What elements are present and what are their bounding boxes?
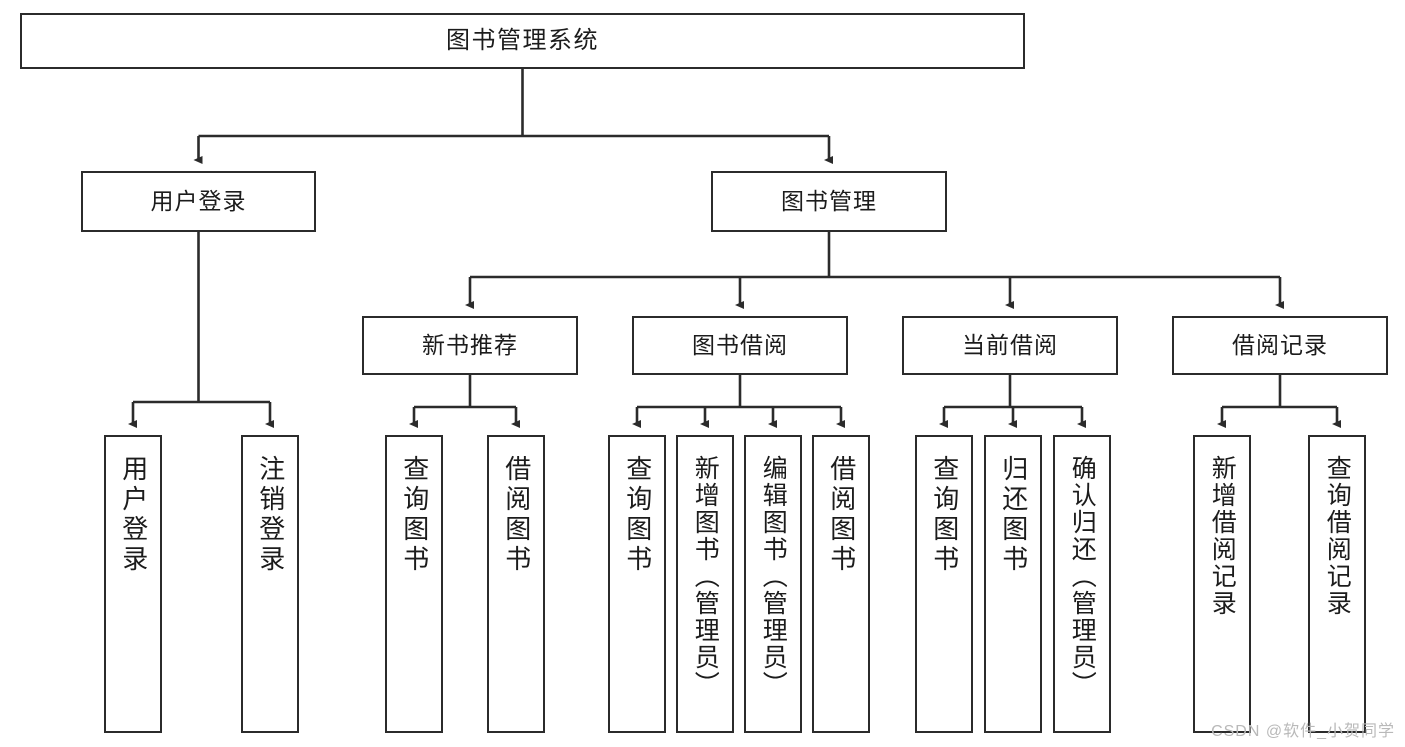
node-leaf-user-logout[interactable]: 注销登录	[241, 435, 299, 733]
node-leaf-query-book-bb-label: 查询图书	[622, 455, 653, 575]
node-book-manage-label: 图书管理	[781, 187, 877, 214]
node-book-borrow[interactable]: 图书借阅	[632, 316, 848, 375]
node-leaf-edit-book-label: 编辑图书（管理员）	[759, 455, 788, 698]
node-leaf-query-book-nb-label: 查询图书	[399, 455, 430, 575]
node-leaf-borrow-book-bb-label: 借阅图书	[826, 455, 857, 575]
node-leaf-query-record[interactable]: 查询借阅记录	[1308, 435, 1366, 733]
node-leaf-user-login-label: 用户登录	[118, 455, 149, 575]
node-new-book-recommend[interactable]: 新书推荐	[362, 316, 578, 375]
node-book-manage[interactable]: 图书管理	[711, 171, 947, 232]
node-leaf-add-book-label: 新增图书（管理员）	[691, 455, 720, 698]
node-leaf-query-book-cb[interactable]: 查询图书	[915, 435, 973, 733]
node-borrow-record[interactable]: 借阅记录	[1172, 316, 1388, 375]
node-root-label: 图书管理系统	[446, 26, 599, 54]
node-root[interactable]: 图书管理系统	[20, 13, 1025, 69]
node-leaf-return-book-label: 归还图书	[998, 455, 1029, 575]
node-leaf-user-login[interactable]: 用户登录	[104, 435, 162, 733]
node-leaf-borrow-book-bb[interactable]: 借阅图书	[812, 435, 870, 733]
node-leaf-query-book-nb[interactable]: 查询图书	[385, 435, 443, 733]
node-user-login[interactable]: 用户登录	[81, 171, 316, 232]
node-leaf-confirm-return[interactable]: 确认归还（管理员）	[1053, 435, 1111, 733]
node-current-borrow[interactable]: 当前借阅	[902, 316, 1118, 375]
node-user-login-label: 用户登录	[150, 187, 247, 214]
node-leaf-return-book[interactable]: 归还图书	[984, 435, 1042, 733]
node-leaf-query-record-label: 查询借阅记录	[1323, 455, 1352, 617]
node-leaf-query-book-cb-label: 查询图书	[929, 455, 960, 575]
node-new-book-recommend-label: 新书推荐	[422, 331, 518, 358]
node-current-borrow-label: 当前借阅	[962, 331, 1058, 358]
node-book-borrow-label: 图书借阅	[692, 331, 788, 358]
node-leaf-confirm-return-label: 确认归还（管理员）	[1068, 455, 1097, 698]
node-leaf-edit-book[interactable]: 编辑图书（管理员）	[744, 435, 802, 733]
node-leaf-borrow-book-nb-label: 借阅图书	[501, 455, 532, 575]
node-leaf-add-record-label: 新增借阅记录	[1208, 455, 1237, 617]
node-leaf-query-book-bb[interactable]: 查询图书	[608, 435, 666, 733]
node-leaf-add-book[interactable]: 新增图书（管理员）	[676, 435, 734, 733]
node-leaf-borrow-book-nb[interactable]: 借阅图书	[487, 435, 545, 733]
node-borrow-record-label: 借阅记录	[1232, 331, 1328, 358]
node-leaf-user-logout-label: 注销登录	[255, 455, 286, 575]
node-leaf-add-record[interactable]: 新增借阅记录	[1193, 435, 1251, 733]
